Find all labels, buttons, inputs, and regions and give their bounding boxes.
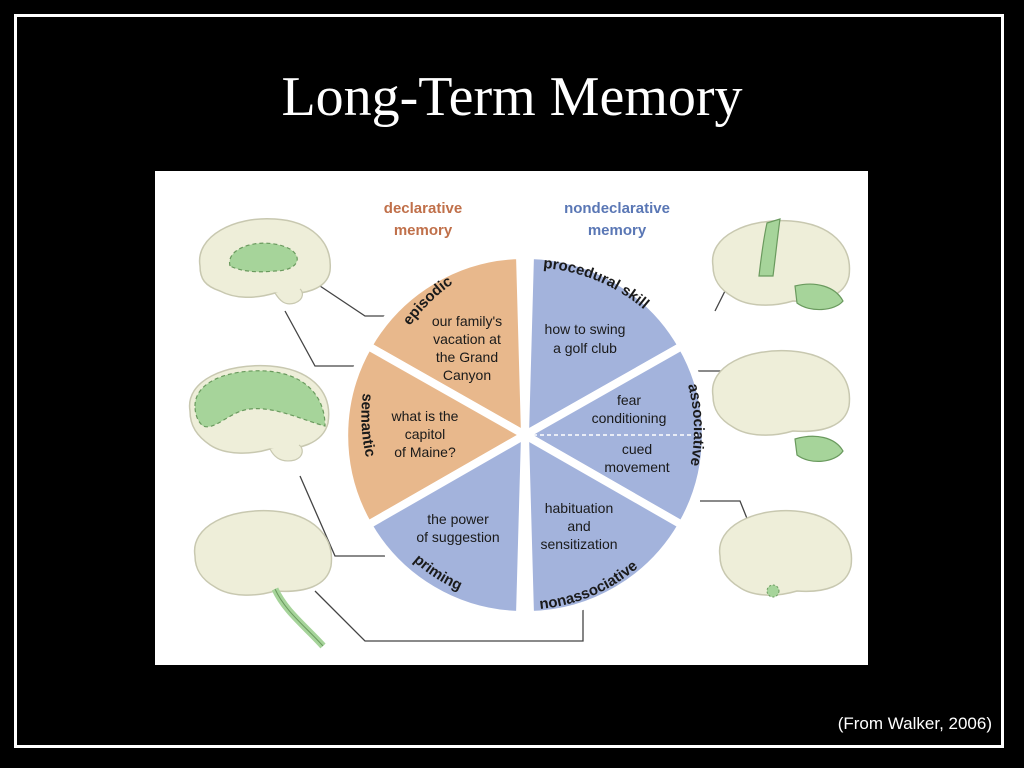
memory-diagram: declarative memory nondeclarative memory…: [155, 171, 868, 665]
citation: (From Walker, 2006): [837, 714, 992, 733]
connector-priming: [299, 475, 385, 557]
svg-text:sensitization: sensitization: [540, 536, 617, 552]
connector-nonassociative: [314, 590, 584, 642]
svg-text:cued: cued: [622, 441, 652, 457]
svg-text:conditioning: conditioning: [592, 410, 667, 426]
associative-fear-example: fear conditioning: [592, 392, 667, 426]
memory-wheel: [340, 251, 710, 619]
label-semantic: semantic: [357, 393, 379, 459]
segment-associative: [521, 342, 710, 529]
slide-frame: [14, 14, 1004, 748]
declarative-header-line1: declarative: [384, 200, 462, 217]
svg-text:the Grand: the Grand: [436, 349, 498, 365]
svg-text:vacation at: vacation at: [433, 331, 501, 347]
brain-nonassociative-icon: [718, 509, 853, 598]
brain-episodic-icon: [198, 217, 331, 305]
segment-semantic: [340, 342, 529, 529]
segment-nonassociative: [521, 431, 686, 619]
svg-text:how to swing: how to swing: [545, 321, 626, 337]
procedural-example: how to swing a golf club: [545, 321, 626, 356]
svg-text:of Maine?: of Maine?: [394, 444, 456, 460]
svg-text:our family's: our family's: [432, 313, 502, 329]
nondeclarative-header-line1: nondeclarative: [564, 200, 670, 217]
semantic-example: what is the capitol of Maine?: [391, 408, 459, 460]
svg-text:what is the: what is the: [391, 408, 459, 424]
svg-text:movement: movement: [604, 459, 669, 475]
brain-semantic-icon: [188, 364, 330, 462]
priming-example: the power of suggestion: [416, 511, 499, 545]
segment-procedural: [521, 251, 686, 439]
brain-priming-icon: [193, 509, 333, 649]
segment-priming: [364, 431, 529, 619]
svg-text:a golf club: a golf club: [553, 340, 617, 356]
svg-text:Canyon: Canyon: [443, 367, 491, 383]
declarative-header-line2: memory: [394, 222, 453, 239]
svg-text:fear: fear: [617, 392, 641, 408]
svg-text:habituation: habituation: [545, 500, 614, 516]
brain-procedural-icon: [711, 218, 851, 311]
slide-title: Long-Term Memory: [281, 66, 743, 128]
svg-text:the power: the power: [427, 511, 489, 527]
svg-text:and: and: [567, 518, 590, 534]
svg-text:capitol: capitol: [405, 426, 445, 442]
connector-semantic: [284, 310, 365, 367]
nonassociative-example: habituation and sensitization: [540, 500, 617, 552]
episodic-example: our family's vacation at the Grand Canyo…: [432, 313, 502, 383]
label-associative: associative: [684, 382, 707, 468]
associative-cued-example: cued movement: [604, 441, 669, 475]
memory-diagram-svg: declarative memory nondeclarative memory…: [188, 200, 853, 649]
segment-episodic: [364, 251, 529, 439]
nondeclarative-header-line2: memory: [588, 222, 647, 239]
brain-associative-icon: [711, 349, 851, 462]
svg-text:of suggestion: of suggestion: [416, 529, 499, 545]
